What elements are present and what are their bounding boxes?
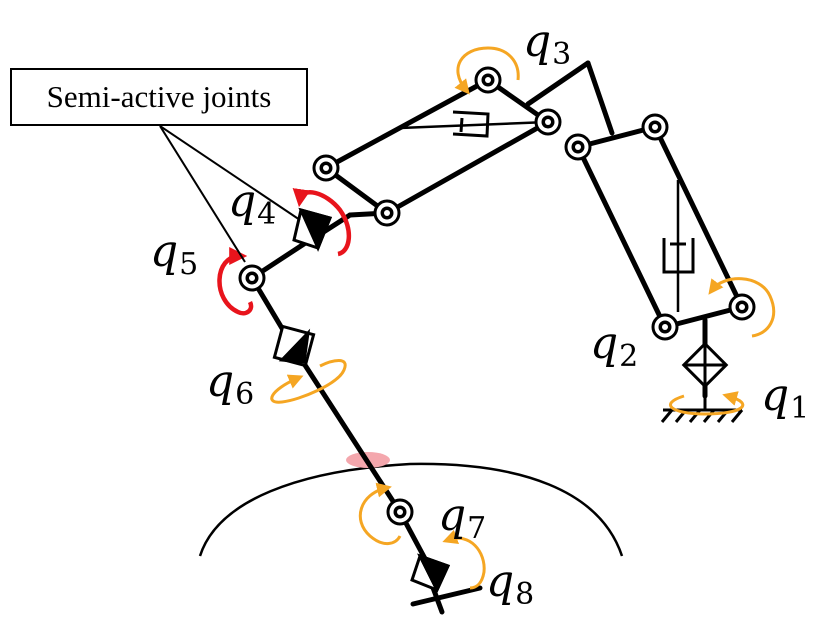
joint-label-q1: q1: [761, 370, 810, 426]
semi-active-joints-callout: Semi-active joints: [10, 68, 308, 126]
joint-circle-left-b: [373, 199, 401, 227]
joint-label-q2: q2: [590, 318, 639, 374]
joint-label-q8: q8: [486, 556, 535, 612]
q2-rotation-arrow: [708, 277, 776, 338]
joint-circle-upper-right: [534, 108, 562, 136]
joint-label-q5: q5: [150, 226, 199, 282]
prismatic-joint-q6: [272, 324, 316, 368]
callout-leader-lines: [159, 125, 301, 263]
rotation-arrows-active: [270, 46, 776, 590]
joint-circle-right-b: [641, 113, 669, 141]
q6-rotation-arrow: [270, 359, 347, 404]
joint-circle-q2-right: [728, 293, 756, 321]
universal-joint-q4: [292, 207, 333, 252]
end-effector-joint-q8: [410, 553, 451, 594]
q3-rotation-arrow: [454, 46, 520, 95]
joint-circle-q7: [386, 498, 414, 526]
joint-circle-q5: [238, 264, 266, 292]
q1-rotation-arrow: [669, 391, 745, 416]
damper-right: [662, 238, 695, 274]
body-surface-curve: [198, 462, 624, 557]
joint-circle-right-a: [564, 133, 592, 161]
q7-rotation-arrow: [358, 482, 402, 545]
callout-text: Semi-active joints: [46, 79, 272, 114]
joint-label-q3: q3: [523, 16, 572, 72]
rotation-arrows-semi-active: [217, 188, 351, 316]
base-prismatic-joint-q1: [681, 341, 729, 410]
joint-label-q7: q7: [438, 490, 487, 546]
joint-circle-q2: [651, 313, 679, 341]
joint-circle-q3-top: [474, 66, 502, 94]
q8-rotation-arrow: [442, 529, 486, 590]
joint-label-q6: q6: [206, 356, 255, 412]
joint-label-q4: q4: [228, 176, 277, 232]
revolute-joints: [238, 66, 756, 526]
q4-rotation-arrow: [292, 188, 351, 257]
joint-circle-left-a: [312, 154, 340, 182]
q5-rotation-arrow: [217, 247, 254, 316]
damper-upper: [452, 110, 490, 138]
